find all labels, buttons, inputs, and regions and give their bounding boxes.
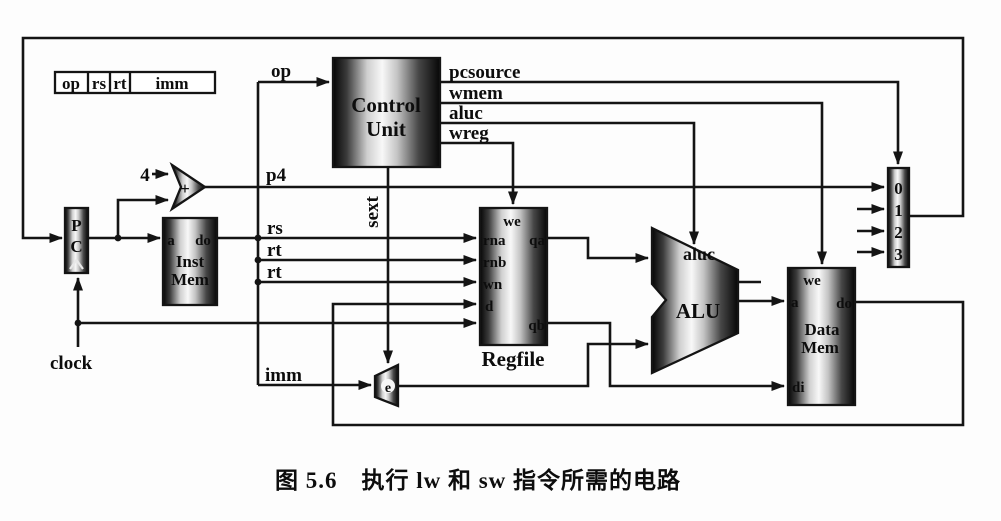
wire-pcsource-to-mux: [440, 80, 903, 165]
wire-wreg-to-regfile: [440, 141, 518, 205]
datamem-port-we: we: [803, 273, 821, 289]
label-op: op: [271, 61, 291, 82]
mux-input-3: 3: [894, 245, 903, 264]
wire-qb-to-datamem-di: [547, 321, 785, 391]
label-rt-a: rt: [267, 240, 282, 261]
datamem-name-line2: Mem: [801, 338, 839, 357]
mux-input-1: 1: [894, 201, 903, 220]
wire-qa-to-alu-a: [547, 236, 649, 263]
instmem-port-a: a: [167, 233, 175, 249]
label-rs: rs: [267, 218, 283, 239]
inst-mem: a do Inst Mem: [161, 216, 219, 307]
regfile-port-rnb: rnb: [483, 255, 506, 271]
wire-aluc-to-alu: [440, 121, 699, 245]
junction-dot: [254, 278, 262, 286]
label-p4: p4: [266, 165, 287, 186]
label-rt-b: rt: [267, 262, 282, 283]
label-imm: imm: [265, 365, 302, 386]
junction-dot: [74, 319, 82, 327]
sign-extender: e: [373, 363, 400, 408]
data-mem: we a do di Data Mem: [786, 266, 857, 407]
datamem-port-a: a: [791, 295, 799, 311]
regfile-name: Regfile: [482, 347, 545, 371]
datamem-port-do: do: [836, 296, 852, 312]
instmem-port-do: do: [195, 233, 211, 249]
pc-register: P C: [63, 206, 90, 275]
datamem-port-di: di: [792, 380, 805, 396]
instruction-format-box: op rs rt imm: [53, 70, 217, 95]
extender-badge: [381, 379, 395, 393]
pc-adder: +: [169, 161, 208, 213]
mux-input-2: 2: [894, 223, 903, 242]
wires: [21, 36, 965, 427]
wire-pc-to-adder: [116, 195, 169, 238]
pc-letter-p: P: [71, 216, 81, 235]
alu-port-aluc: aluc: [683, 244, 715, 264]
regfile-port-d: d: [485, 299, 494, 315]
signal-labels: 4 p4 op rs rt rt imm sext clock pcsource…: [50, 61, 520, 386]
datamem-name-line1: Data: [805, 320, 840, 339]
label-clock: clock: [50, 353, 93, 374]
label-aluc: aluc: [449, 103, 483, 124]
adder-plus: +: [180, 179, 190, 198]
label-wmem: wmem: [449, 83, 503, 104]
regfile-port-wn: wn: [483, 277, 503, 293]
junction-dot: [114, 234, 122, 242]
control-unit: Control Unit: [331, 56, 442, 169]
wire-wmem-to-datamem: [440, 101, 827, 265]
wire-datamem-do-to-regfile-d: [331, 299, 965, 427]
wire-extender-to-alu-b: [398, 339, 649, 388]
instmem-name-line1: Inst: [176, 252, 205, 271]
pc-clock-triangle: [69, 258, 84, 270]
regfile-port-qa: qa: [529, 233, 545, 249]
control-unit-line1: Control: [351, 93, 421, 117]
field-op: op: [62, 74, 80, 93]
field-rt: rt: [113, 74, 127, 93]
label-wreg: wreg: [449, 123, 489, 144]
control-unit-line2: Unit: [366, 117, 406, 141]
regfile-port-rna: rna: [483, 233, 506, 249]
instmem-name-line2: Mem: [171, 270, 209, 289]
alu-name: ALU: [676, 299, 720, 323]
regfile-port-we: we: [503, 214, 521, 230]
alu: aluc ALU: [650, 226, 740, 375]
label-four: 4: [140, 165, 150, 186]
label-sext: sext: [362, 196, 383, 228]
field-imm: imm: [155, 74, 188, 93]
junction-dot: [254, 234, 262, 242]
regfile: we rna qa rnb wn d qb Regfile: [478, 206, 549, 371]
label-pcsource: pcsource: [449, 62, 520, 83]
mux-input-0: 0: [894, 179, 903, 198]
junction-dot: [254, 256, 262, 264]
extender-label: e: [385, 381, 391, 396]
field-rs: rs: [92, 74, 107, 93]
next-pc-mux: 0 1 2 3: [886, 166, 911, 269]
wire-nextpc-to-pc: [21, 36, 965, 243]
figure-caption: 图 5.6 执行 lw 和 sw 指令所需的电路: [275, 467, 681, 493]
pc-letter-c: C: [70, 237, 82, 256]
regfile-port-qb: qb: [528, 318, 545, 334]
